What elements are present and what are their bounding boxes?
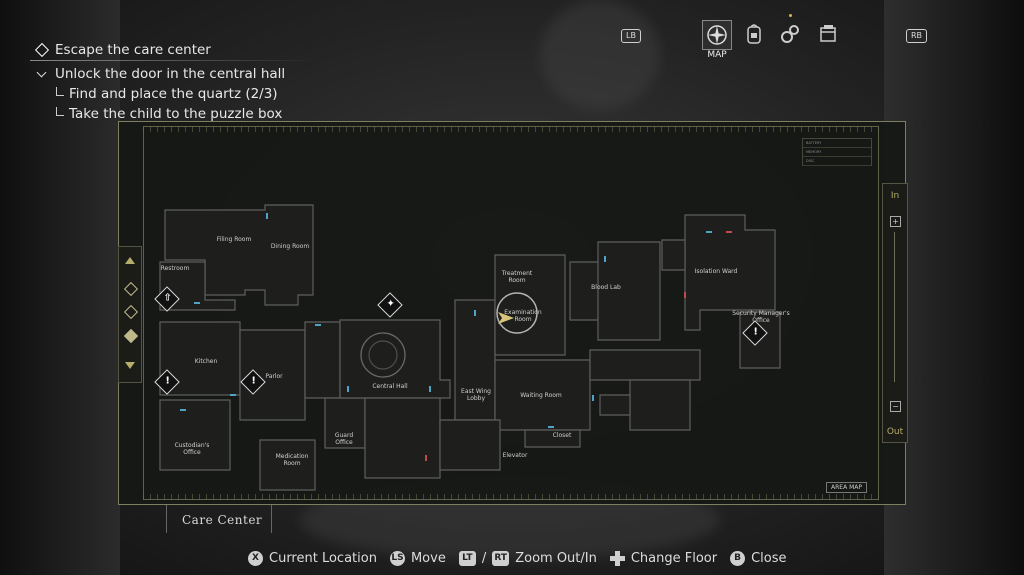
ls-button-icon[interactable]: LS	[389, 551, 405, 566]
button-prompts: X Current Location LS Move LT / RT Zoom …	[248, 551, 787, 566]
prompt-change-floor[interactable]: Change Floor	[630, 551, 718, 566]
background-statue	[540, 0, 660, 110]
zoom-minus-icon[interactable]: −	[890, 401, 901, 412]
compass-icon	[707, 25, 727, 45]
map-legend: BATTERY MEMORY DISC	[802, 138, 872, 166]
tab-files[interactable]	[814, 20, 842, 48]
tab-inventory[interactable]	[740, 20, 768, 48]
room-label: Examination Room	[504, 309, 542, 323]
zoom-track[interactable]	[894, 232, 895, 382]
prompt-current-location[interactable]: Current Location	[269, 551, 377, 566]
map-ruler-bottom	[143, 494, 879, 500]
room-label: Parlor	[265, 373, 283, 380]
objective-task: Find and place the quartz (2/3)	[34, 84, 285, 104]
rt-button-icon[interactable]: RT	[492, 551, 510, 566]
arrow-down-icon[interactable]	[125, 362, 135, 369]
room-label: Blood Lab	[591, 284, 621, 291]
rb-button[interactable]: RB	[906, 29, 928, 43]
room-label: East Wing Lobby	[461, 388, 491, 402]
room-label: Security Manager's Office	[732, 310, 790, 324]
objective-divider	[30, 60, 318, 61]
prompt-zoom[interactable]: Zoom Out/In	[515, 551, 597, 566]
zoom-in-label: In	[890, 191, 900, 201]
area-map-button[interactable]: AREA MAP	[826, 482, 867, 493]
dpad-icon[interactable]	[609, 551, 625, 566]
prompt-separator: /	[481, 551, 487, 566]
room-label: Isolation Ward	[694, 268, 738, 275]
room-label: Dining Room	[270, 243, 310, 250]
room-label: Central Hall	[372, 383, 408, 390]
prompt-close[interactable]: Close	[751, 551, 787, 566]
area-name-frame	[166, 505, 272, 533]
room-label: Kitchen	[194, 358, 218, 365]
backpack-icon	[747, 24, 761, 44]
x-button-icon[interactable]: X	[248, 551, 263, 566]
room-label: Treatment Room	[501, 270, 533, 284]
room-label: Custodian's Office	[174, 442, 210, 456]
objective-main: Escape the care center	[34, 40, 285, 60]
arrow-up-icon[interactable]	[125, 257, 135, 264]
room-label: Waiting Room	[520, 392, 562, 399]
files-icon	[820, 25, 836, 42]
room-label: Filing Room	[216, 236, 252, 243]
tree-branch-icon	[56, 106, 64, 116]
tab-map-label: MAP	[707, 50, 727, 60]
zoom-bar[interactable]: In + − Out	[882, 183, 908, 443]
area-name: Care Center	[182, 513, 263, 527]
lt-button-icon[interactable]: LT	[458, 551, 476, 566]
room-label: Medication Room	[275, 453, 309, 467]
tab-map[interactable]	[702, 20, 732, 50]
zoom-plus-icon[interactable]: +	[890, 216, 901, 227]
zoom-out-label: Out	[886, 427, 904, 437]
notification-dot	[789, 14, 792, 17]
b-button-icon[interactable]: B	[730, 551, 746, 566]
objective-sub: Unlock the door in the central hall	[34, 64, 285, 84]
tree-branch-icon	[56, 86, 64, 96]
lb-button[interactable]: LB	[621, 29, 641, 43]
gears-icon	[781, 25, 799, 43]
floor-selector[interactable]	[118, 246, 142, 383]
prompt-move[interactable]: Move	[410, 551, 446, 566]
map-ruler-top	[143, 126, 879, 132]
room-label: Closet	[552, 432, 572, 439]
room-label: Restroom	[160, 265, 190, 272]
room-label: Elevator	[502, 452, 528, 459]
objectives-panel: Escape the care center Unlock the door i…	[34, 40, 285, 124]
room-label: Guard Office	[334, 432, 354, 446]
tab-crafting[interactable]	[776, 20, 804, 48]
background-left	[0, 0, 120, 575]
objective-task: Take the child to the puzzle box	[34, 104, 285, 124]
